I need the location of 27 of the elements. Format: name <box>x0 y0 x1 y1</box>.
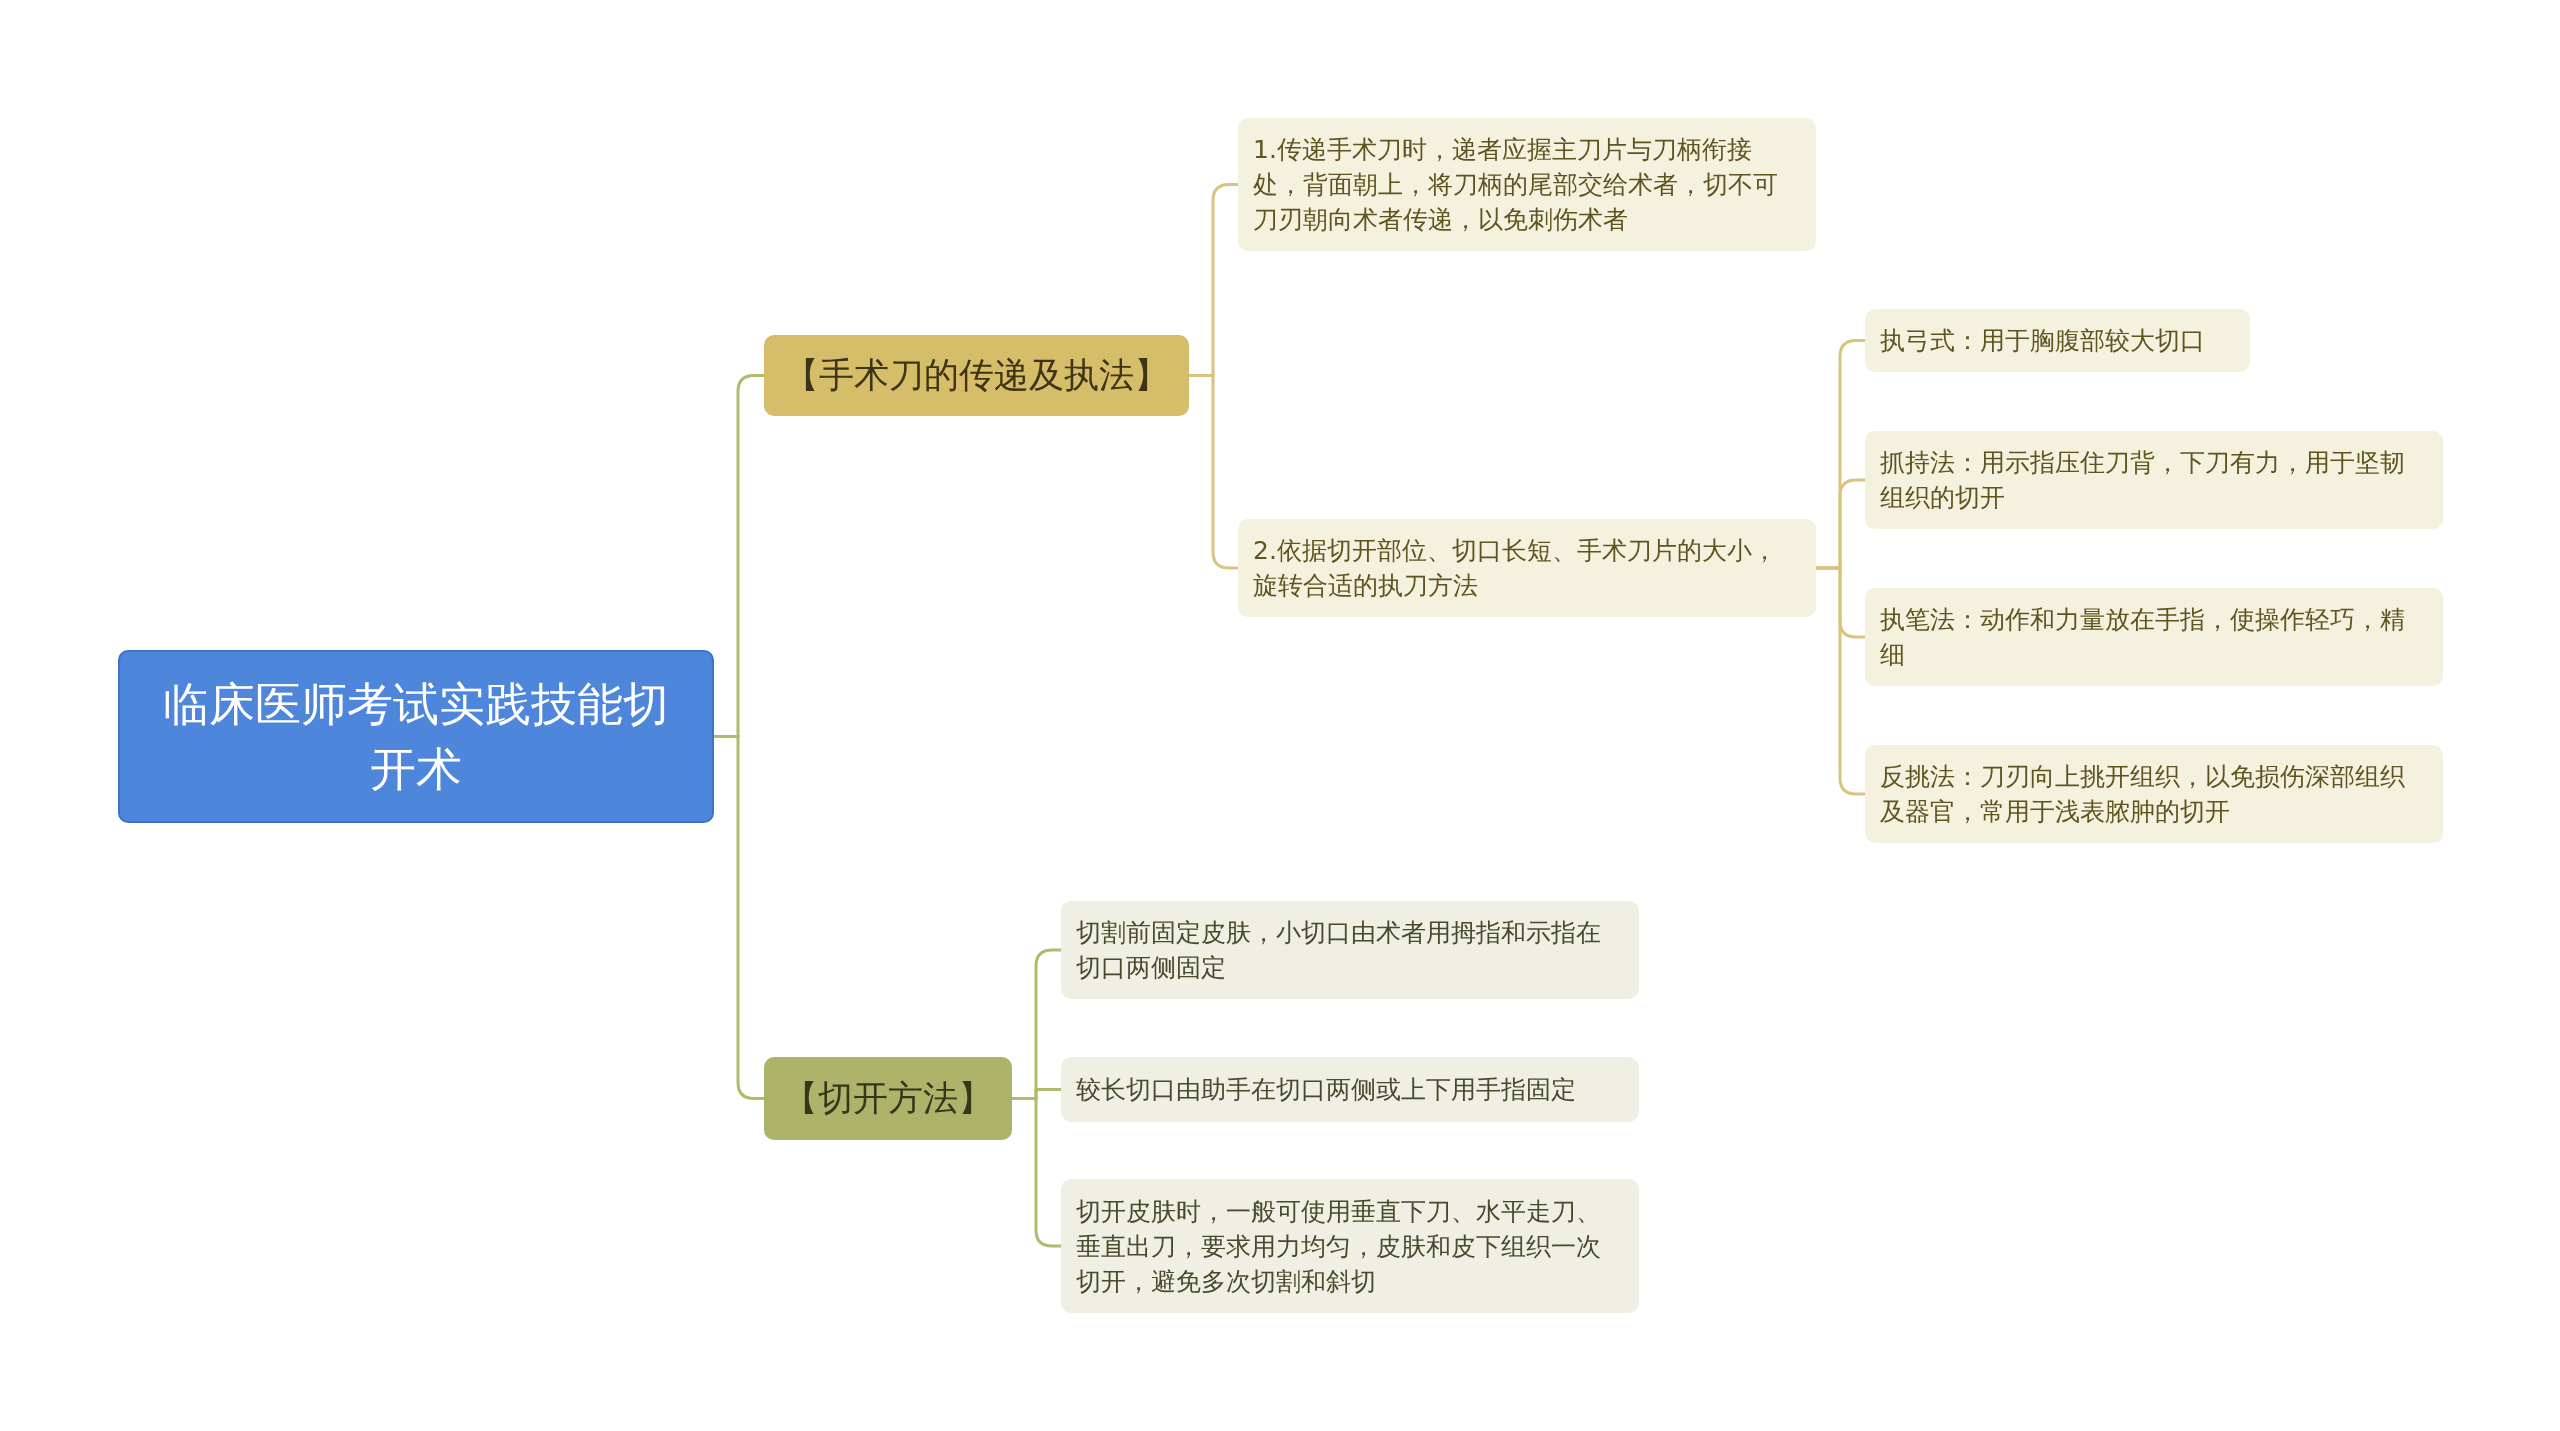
branch-topic-box <box>764 1057 1012 1140</box>
root-topic-box <box>118 650 714 823</box>
subtopic-box <box>1061 1057 1639 1122</box>
topic-text: 执弓式：用于胸腹部较大切口 <box>1880 325 2205 357</box>
topic-text: 【切开方法】 <box>783 1077 993 1120</box>
subtopic-box <box>1865 309 2250 372</box>
connector-line <box>1012 1097 1061 1248</box>
subtopic-box <box>1238 118 1816 251</box>
topic-text: 【手术刀的传递及执法】 <box>784 354 1169 397</box>
subtopic-box <box>1865 431 2443 529</box>
topic-text: 1.传递手术刀时，递者应握主刀片与刀柄衔接处，背面朝上，将刀柄的尾部交给术者，切不可刀刃朝向术者传递，以免刺伤术者 <box>1253 134 1779 236</box>
connector-line <box>1816 566 1865 796</box>
subtopic-box <box>1865 588 2443 686</box>
subtopic-box <box>1238 519 1816 617</box>
topic-text: 较长切口由助手在切口两侧或上下用手指固定 <box>1076 1074 1576 1106</box>
topic-text: 临床医师考试实践技能切开术 <box>162 676 670 798</box>
subtopic-box <box>1865 745 2443 843</box>
topic-text: 切割前固定皮肤，小切口由术者用拇指和示指在切口两侧固定 <box>1076 917 1602 984</box>
topic-text: 切开皮肤时，一般可使用垂直下刀、水平走刀、垂直出刀，要求用力均匀，皮肤和皮下组织一次切开，避免多次切割和斜切 <box>1076 1195 1602 1298</box>
topic-text: 反挑法：刀刃向上挑开组织，以免损伤深部组织及器官，常用于浅表脓肿的切开 <box>1880 761 2406 828</box>
topic-text: 抓持法：用示指压住刀背，下刀有力，用于坚韧组织的切开 <box>1880 447 2406 514</box>
subtopic-box <box>1061 901 1639 999</box>
topic-text: 执笔法：动作和力量放在手指，使操作轻巧，精细 <box>1880 604 2406 671</box>
topic-text: 2.依据切开部位、切口长短、手术刀片的大小，旋转合适的执刀方法 <box>1253 535 1778 602</box>
subtopic-box <box>1061 1179 1639 1313</box>
branch-topic-box <box>764 335 1189 416</box>
connector-line <box>1189 374 1238 570</box>
